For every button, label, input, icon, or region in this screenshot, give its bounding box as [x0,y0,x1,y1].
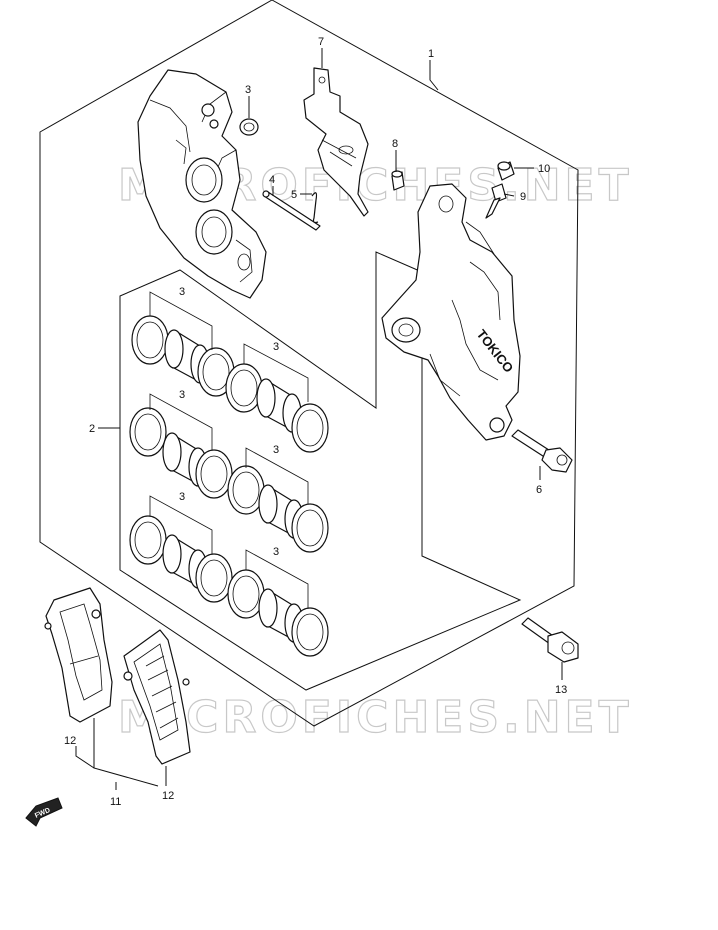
callout-4: 4 [269,174,275,186]
piston-set-1 [131,315,235,397]
piston-set-6 [227,569,329,657]
pin-clip-part-5 [311,192,319,224]
callout-6: 6 [536,484,542,496]
mounting-bolt-part-6 [511,429,573,473]
callout-7: 7 [318,36,324,48]
piston-set-3 [129,407,233,499]
bleeder-valve-part-9 [485,183,507,219]
piston-set-4 [227,465,329,553]
callout-3-washer: 3 [245,84,251,96]
callout-3-set2: 3 [273,341,279,353]
leader-lines [75,48,563,790]
callout-3-set5: 3 [179,491,185,503]
callout-12-right: 12 [162,790,174,802]
watermark-bottom: MICROFICHES.NET [118,692,633,743]
bleeder-cap-part-10 [497,161,515,181]
brake-pad-right [123,629,191,765]
piston-set-2 [225,363,329,453]
callout-9: 9 [520,191,526,203]
callout-5: 5 [291,189,297,201]
bleeder-part-8 [391,170,405,191]
brake-pad-left [44,587,113,723]
pad-pin-part-4 [262,190,321,231]
callout-1: 1 [428,48,434,60]
callout-2: 2 [89,423,95,435]
callout-11: 11 [110,796,121,808]
callout-12-left: 12 [64,735,76,747]
washer-part-3 [239,118,259,136]
callout-3-set3: 3 [179,389,185,401]
caliper-half-left [137,69,267,299]
callout-8: 8 [392,138,398,150]
caliper-half-right: TOKICO [381,183,521,441]
callout-10: 10 [538,163,550,175]
callout-3-set1: 3 [179,286,185,298]
forward-arrow-icon: FWD [25,797,63,827]
callout-3-set6: 3 [273,546,279,558]
seal-kit-outline [119,251,522,691]
callout-3-set4: 3 [273,444,279,456]
callout-13: 13 [555,684,567,696]
mounting-bolt-part-13 [521,617,579,663]
seal-callout-brackets [149,291,309,608]
pad-spring-part-7 [303,67,369,217]
piston-set-5 [129,515,233,603]
assembly-outline [39,0,579,727]
